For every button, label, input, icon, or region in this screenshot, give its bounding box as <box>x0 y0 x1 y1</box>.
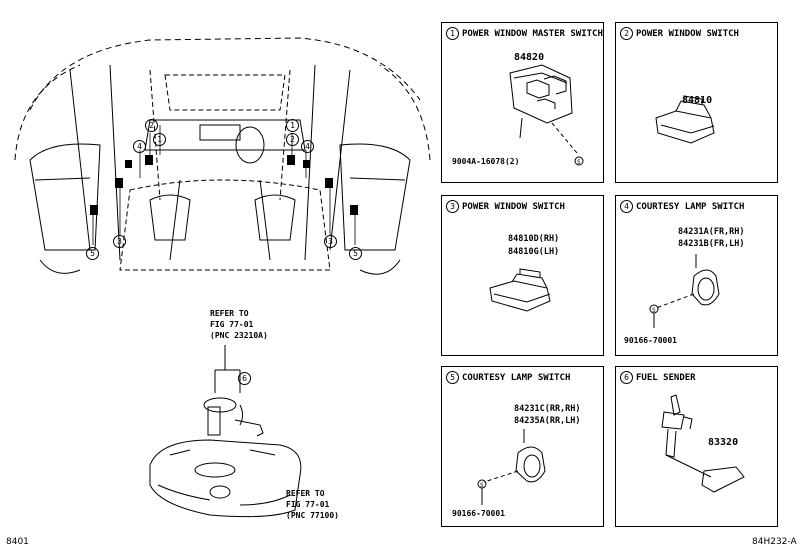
part-number-84820: 84820 <box>514 52 545 63</box>
fuel-tank-illustration <box>149 345 302 518</box>
callout-3-left: 3 <box>113 235 129 248</box>
callout-1-front-left: 1 <box>153 133 169 146</box>
part-number-84810: 84810 <box>682 95 713 106</box>
footer-left-code: 8401 <box>6 537 29 547</box>
power-window-switch-rear-icon <box>489 268 551 312</box>
courtesy-lamp-switch-icon: S <box>649 254 720 328</box>
callout-2-front-right: 2 <box>286 133 302 146</box>
part-number-84235A: 84235A(RR,LH) <box>514 416 581 426</box>
refer-lower: REFER TO FIG 77-01 (PNC 77100) <box>286 489 339 520</box>
callout-4-left: 4 <box>133 140 149 153</box>
part-number-84231C: 84231C(RR,RH) <box>514 404 581 414</box>
refer-upper: REFER TO FIG 77-01 (PNC 23210A) <box>210 309 268 340</box>
courtesy-lamp-switch-rear-icon: S <box>477 429 546 505</box>
callout-6-tank: 6 <box>238 372 254 385</box>
part-number-84810G: 84810G(LH) <box>508 247 560 257</box>
master-switch-icon: S <box>509 64 584 166</box>
svg-text:S: S <box>480 482 484 489</box>
hardware-90166-70001-a: 90166-70001 <box>624 336 677 345</box>
callout-2-front-left: 2 <box>145 119 161 132</box>
hardware-9004A: 9004A-16078(2) <box>452 157 520 166</box>
callout-1-front-right: 1 <box>286 119 302 132</box>
svg-text:S: S <box>652 307 656 314</box>
svg-text:S: S <box>577 159 581 166</box>
part-number-83320: 83320 <box>708 437 739 448</box>
hardware-90166-70001-b: 90166-70001 <box>452 509 505 518</box>
part-number-84810D: 84810D(RH) <box>508 234 560 244</box>
part-number-84231A: 84231A(FR,RH) <box>678 227 745 237</box>
callout-5-right: 5 <box>349 247 365 260</box>
callout-3-right: 3 <box>324 235 340 248</box>
vehicle-interior-illustration <box>14 37 431 275</box>
power-window-switch-icon <box>655 95 715 144</box>
part-number-84231B: 84231B(FR,LH) <box>678 239 745 249</box>
callout-5-left: 5 <box>86 247 102 260</box>
footer-right-code: 84H232-A <box>752 537 797 547</box>
callout-4-right: 4 <box>301 140 317 153</box>
fuel-sender-icon <box>661 394 745 493</box>
